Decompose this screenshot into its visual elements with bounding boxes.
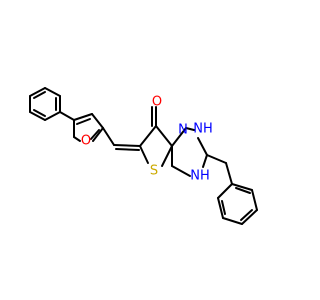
phenyl-ring-top — [29, 87, 61, 121]
lower-nh-label: NH — [190, 169, 210, 184]
phenyl-ring-bottom — [217, 183, 258, 225]
bond-benzyl-ch2 — [206, 154, 227, 164]
sulfur-label: S — [150, 164, 158, 179]
furan-ring — [73, 113, 104, 142]
bond-phenyl-furan — [59, 111, 75, 121]
upper-nh-label: NH — [193, 122, 213, 137]
triazolidine-ring — [171, 127, 208, 177]
thiazolidinone-ring — [139, 125, 173, 167]
furan-oxygen-label: O — [81, 134, 91, 149]
bond-furan-vinyl — [102, 127, 115, 146]
double-bond-exocyclic — [113, 144, 141, 147]
carbonyl-oxygen-label: O — [152, 95, 162, 110]
bridge-nitrogen-label: N — [178, 123, 188, 138]
molecule-structure: O O N NH NH S — [29, 87, 258, 225]
